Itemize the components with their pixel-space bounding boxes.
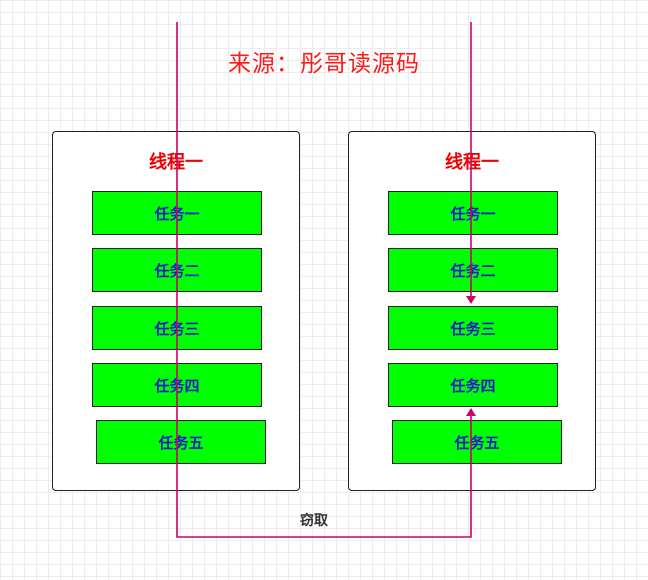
thread-box-right: 线程一 任务一 任务二 任务三 任务四 任务五 <box>348 131 596 491</box>
thread-title: 线程一 <box>149 152 203 173</box>
task-box: 任务三 <box>388 306 558 350</box>
task-box: 任务五 <box>392 420 562 464</box>
source-title: 来源：彤哥读源码 <box>228 51 420 77</box>
task-box: 任务二 <box>388 248 558 292</box>
task-box: 任务五 <box>96 420 266 464</box>
steal-path-line <box>176 22 476 538</box>
task-box: 任务一 <box>388 191 558 235</box>
thread-title: 线程一 <box>445 152 499 173</box>
task-box: 任务四 <box>388 363 558 407</box>
steal-label: 窃取 <box>300 513 328 529</box>
